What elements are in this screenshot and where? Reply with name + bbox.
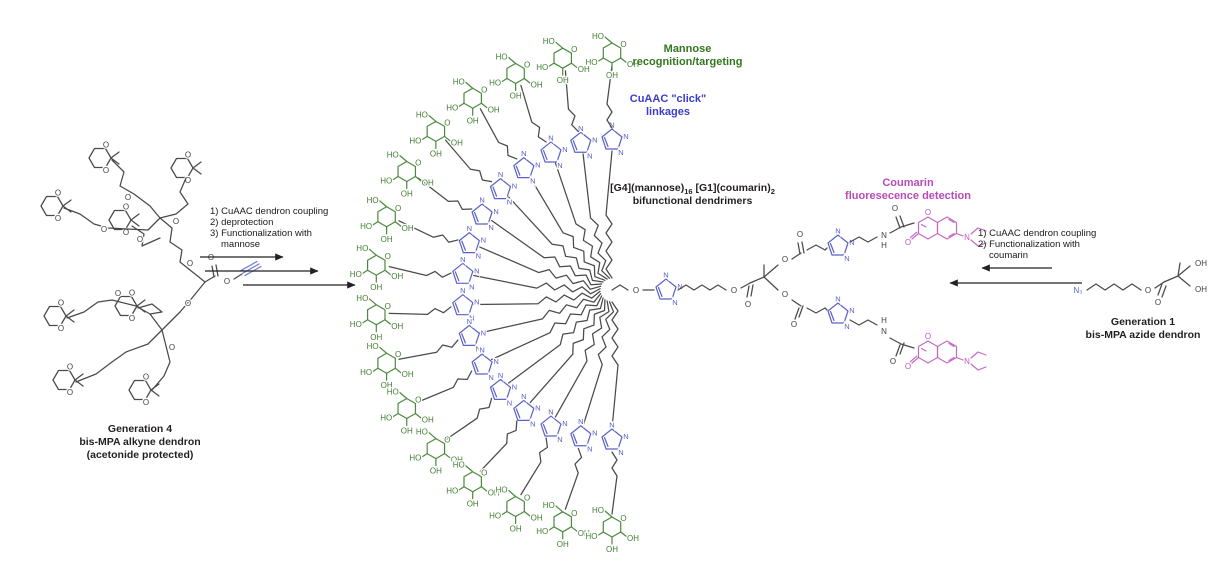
- svg-text:O: O: [169, 343, 175, 352]
- coumarin-unit: [903, 330, 988, 373]
- triazole-unit: [600, 119, 631, 159]
- g1-azide-dendron-structure: N₃ O O OH OH: [1072, 258, 1208, 309]
- mannose-unit: [378, 149, 436, 200]
- right-condition-step2: 2) Functionalization with: [978, 239, 1080, 250]
- acetonide-group: [169, 149, 203, 187]
- dendrimer-core: O O O: [611, 264, 765, 310]
- cuaac-annotation-line2: linkages: [645, 106, 691, 118]
- coumarin-annotation-line1: Coumarin: [882, 177, 934, 189]
- svg-text:O: O: [115, 289, 121, 298]
- acetonide-group: [127, 371, 161, 409]
- g1-caption-line1: Generation 1: [1110, 316, 1176, 328]
- right-reaction-arrows: [949, 264, 1082, 287]
- dendrimer-name-label: [G4](mannose)16 [G1](coumarin)2 bifuncti…: [595, 182, 790, 207]
- mannose-annotation: Mannose recognition/targeting: [600, 43, 775, 69]
- mannose-unit: [444, 459, 502, 511]
- dendrimer-name-line1: [G4](mannose)16 [G1](coumarin)2: [610, 182, 775, 196]
- svg-text:O: O: [1155, 298, 1161, 307]
- cuaac-annotation: CuAAC "click" linkages: [608, 93, 728, 119]
- left-reaction-arrows: [200, 253, 356, 289]
- mannose-annotation-line2: recognition/targeting: [632, 56, 743, 68]
- svg-text:O: O: [731, 286, 737, 295]
- left-condition-step2: 2) deprotection: [210, 217, 274, 228]
- acetonide-group: [87, 139, 121, 177]
- coumarin-arm-top: O O N H O: [763, 203, 988, 278]
- svg-text:O: O: [137, 235, 143, 244]
- triazole-unit: [539, 406, 570, 446]
- g1-caption-line2: bis-MPA azide dendron: [1085, 329, 1201, 341]
- g1-dendron-caption: Generation 1 bis-MPA azide dendron: [1043, 316, 1228, 342]
- left-condition-step1: 1) CuAAC dendron coupling: [210, 206, 329, 217]
- azide-group: N₃: [1073, 286, 1082, 295]
- right-reaction-conditions: 1) CuAAC dendron coupling 2) Functionali…: [978, 228, 1128, 261]
- coumarin-arm-bottom: O O H N O: [763, 276, 988, 373]
- dendrimer-name-line2: bifunctional dendrimers: [632, 195, 753, 207]
- svg-text:O: O: [173, 217, 179, 226]
- left-reaction-conditions: 1) CuAAC dendron coupling 2) deprotectio…: [210, 206, 360, 250]
- mannose-unit: [487, 484, 545, 535]
- svg-text:O: O: [892, 204, 898, 213]
- mannose-annotation-line1: Mannose: [663, 43, 712, 55]
- triazole-unit: [826, 225, 857, 265]
- svg-text:O: O: [633, 286, 639, 295]
- mannose-unit: [358, 194, 416, 246]
- svg-text:O: O: [185, 299, 191, 308]
- svg-text:OH: OH: [1195, 259, 1207, 268]
- triazole-unit: [512, 390, 542, 430]
- central-triazole-unit: [654, 269, 685, 309]
- svg-text:O: O: [101, 225, 107, 234]
- svg-text:O: O: [745, 300, 751, 309]
- right-condition-step2b: coumarin: [989, 250, 1029, 261]
- svg-text:O: O: [797, 230, 803, 239]
- g4-alkyne-dendron-structure: O O O O O O O O O O: [39, 139, 262, 409]
- g4-caption-line3: (acetonide protected): [86, 449, 194, 461]
- triazole-unit: [826, 293, 857, 333]
- svg-text:N: N: [881, 231, 887, 240]
- mannose-unit: [534, 499, 592, 551]
- acetonide-group: [51, 361, 85, 399]
- svg-text:O: O: [1145, 286, 1151, 295]
- svg-text:H: H: [881, 241, 887, 250]
- bifunctional-dendrimer-structure: O O O O O N H O O: [348, 30, 988, 556]
- triazole-unit: [539, 132, 570, 172]
- left-condition-step3: 3) Functionalization with: [210, 228, 312, 239]
- mannose-arm-fan: [348, 30, 641, 556]
- coumarin-unit: [903, 206, 988, 249]
- alkyne-group: [240, 260, 262, 277]
- mannose-unit: [534, 35, 592, 87]
- svg-text:O: O: [224, 277, 230, 286]
- mannose-unit: [348, 292, 405, 344]
- mannose-unit: [358, 340, 416, 392]
- svg-text:O: O: [782, 290, 788, 299]
- svg-text:O: O: [791, 320, 797, 329]
- svg-text:O: O: [782, 255, 788, 264]
- g4-caption-line1: Generation 4: [107, 423, 173, 435]
- coumarin-annotation: Coumarin fluoresecence detection: [818, 177, 998, 203]
- acetonide-group: [107, 201, 141, 239]
- triazole-unit: [569, 122, 599, 162]
- svg-text:N: N: [881, 327, 887, 336]
- mannose-unit: [487, 51, 545, 102]
- svg-text:OH: OH: [1195, 285, 1207, 294]
- triazole-unit: [600, 419, 631, 459]
- triazole-unit: [512, 147, 542, 187]
- coumarin-annotation-line2: fluoresecence detection: [845, 190, 971, 202]
- g4-dendron-caption: Generation 4 bis-MPA alkyne dendron (ace…: [40, 423, 240, 462]
- svg-text:O: O: [890, 357, 896, 366]
- g4-caption-line2: bis-MPA alkyne dendron: [79, 436, 201, 448]
- svg-text:H: H: [881, 316, 887, 325]
- right-condition-step1: 1) CuAAC dendron coupling: [978, 228, 1097, 239]
- cuaac-annotation-line1: CuAAC "click": [629, 93, 707, 105]
- triazole-unit: [470, 194, 501, 234]
- acetonide-group: [39, 187, 73, 225]
- left-condition-step3b: mannose: [221, 239, 261, 250]
- acetonide-group: [42, 297, 76, 335]
- svg-text:O: O: [125, 193, 131, 202]
- svg-text:O: O: [187, 259, 193, 268]
- triazole-unit: [489, 369, 519, 409]
